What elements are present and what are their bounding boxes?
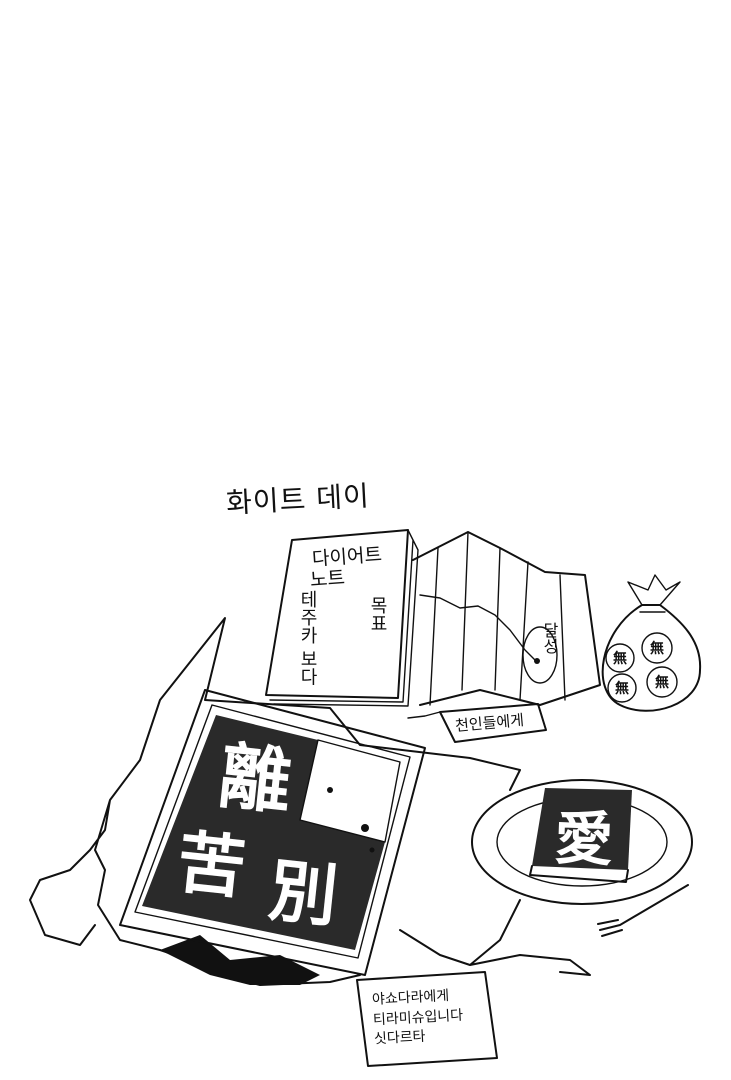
tag-string	[407, 711, 441, 719]
diet-notebook	[265, 529, 409, 699]
notebook-pages	[269, 529, 419, 707]
plate	[471, 779, 693, 905]
brownie-box-inner	[134, 704, 411, 959]
plate-brownie	[532, 788, 632, 870]
crumb	[327, 787, 333, 793]
brownie-box	[119, 689, 426, 976]
coin-bag-tie	[627, 574, 681, 613]
brownie-hanja-3: 別	[265, 850, 342, 938]
notebook-vertical-text-right: 목표	[367, 596, 388, 632]
coin-glyph: 無	[650, 641, 664, 657]
folded-chart	[412, 531, 601, 706]
coin-bag	[601, 604, 702, 712]
coin	[605, 643, 635, 673]
cloth-shadow	[160, 935, 320, 985]
chart-achievement-note: 달성	[540, 622, 559, 654]
missing-piece-outline	[299, 739, 401, 843]
chart-line	[419, 594, 536, 661]
coin-glyph: 無	[613, 651, 627, 667]
chart-folds	[429, 531, 566, 706]
notebook-cover-line-2: 노트	[309, 566, 346, 592]
card-line-3: 싯다르타	[373, 1028, 426, 1048]
crumb	[369, 847, 375, 853]
coin-glyph: 無	[655, 675, 669, 691]
plate-brownie-edge	[529, 865, 629, 883]
fork	[597, 884, 689, 937]
notebook-vertical-text-left: 테주카 보다	[297, 590, 318, 686]
brownie-slab	[142, 715, 385, 950]
goal-point	[534, 658, 540, 664]
gift-tag	[439, 703, 547, 743]
coin	[641, 632, 673, 664]
coin-glyph: 無	[615, 681, 629, 697]
plate-brownie-hanja: 愛	[553, 804, 615, 874]
goal-circle	[522, 626, 558, 684]
brownie-hanja-2: 苦	[173, 822, 250, 910]
message-card	[356, 971, 498, 1067]
page-title: 화이트 데이	[225, 479, 371, 520]
coin	[607, 673, 637, 703]
crumb	[361, 824, 369, 832]
coin	[646, 666, 678, 698]
